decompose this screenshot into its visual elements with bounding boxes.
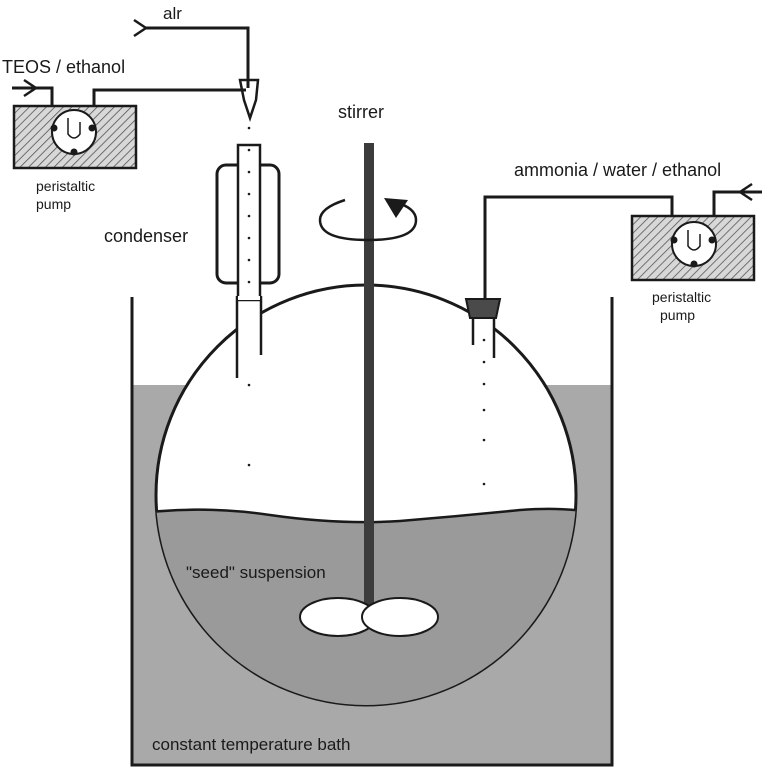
stirrer-label: stirrer — [338, 102, 384, 122]
air-arrow-icon — [133, 18, 149, 38]
right-pump-label-line1: peristaltic — [652, 289, 711, 305]
condenser — [215, 78, 281, 467]
right-pump-label-line2: pump — [660, 307, 695, 323]
stirrer-blade-right — [361, 597, 439, 637]
left-neck-glass — [238, 296, 260, 376]
teos-arrow-icon — [23, 78, 39, 98]
left-pump-label-line2: pump — [36, 196, 71, 212]
liquid-surface — [156, 507, 576, 524]
bath-walls — [130, 297, 614, 767]
peristaltic-pump-left — [12, 104, 138, 170]
air-label: alr — [163, 4, 182, 23]
teos-ethanol-label: TEOS / ethanol — [2, 57, 125, 77]
air-line — [145, 26, 250, 88]
teos-drip-dots — [247, 126, 251, 467]
peristaltic-pump-right — [630, 214, 756, 282]
right-inlet-stopper — [464, 298, 502, 486]
stirrer-rod — [364, 143, 374, 608]
left-pump-label-line1: peristaltic — [36, 178, 95, 194]
ammonia-water-ethanol-label: ammonia / water / ethanol — [514, 160, 721, 180]
condenser-inner-tube — [236, 143, 262, 302]
condenser-label: condenser — [104, 226, 188, 246]
rotation-arrow-icon — [318, 198, 418, 242]
bath-label: constant temperature bath — [152, 735, 350, 754]
stirrer — [299, 143, 439, 637]
ammonia-arrow-icon — [737, 182, 753, 202]
ammonia-drip-dots — [482, 338, 486, 486]
flow-arrows — [23, 18, 753, 202]
seed-suspension-label: "seed" suspension — [186, 563, 326, 582]
